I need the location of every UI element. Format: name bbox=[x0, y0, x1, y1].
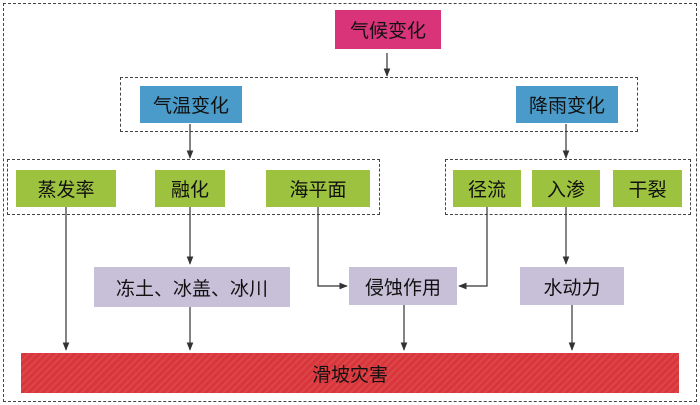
outer-frame bbox=[3, 3, 697, 402]
temperature-effects-group bbox=[7, 159, 380, 215]
desiccation-crack-node: 干裂 bbox=[613, 170, 682, 207]
rainfall-effects-group bbox=[445, 159, 691, 215]
landslide-disaster-node: 滑坡灾害 bbox=[21, 353, 679, 393]
climate-change-node: 气候变化 bbox=[335, 10, 441, 49]
temperature-change-node: 气温变化 bbox=[140, 86, 242, 123]
melting-node: 融化 bbox=[155, 170, 225, 207]
evaporation-rate-node: 蒸发率 bbox=[16, 170, 116, 207]
runoff-node: 径流 bbox=[453, 170, 521, 207]
sea-level-node: 海平面 bbox=[266, 170, 370, 207]
permafrost-ice-glacier-node: 冻土、冰盖、冰川 bbox=[94, 267, 290, 307]
erosion-node: 侵蚀作用 bbox=[349, 267, 457, 305]
hydrodynamic-node: 水动力 bbox=[520, 267, 624, 305]
rainfall-change-node: 降雨变化 bbox=[516, 86, 618, 123]
climate-factor-group bbox=[120, 77, 638, 132]
infiltration-node: 入渗 bbox=[532, 170, 600, 207]
